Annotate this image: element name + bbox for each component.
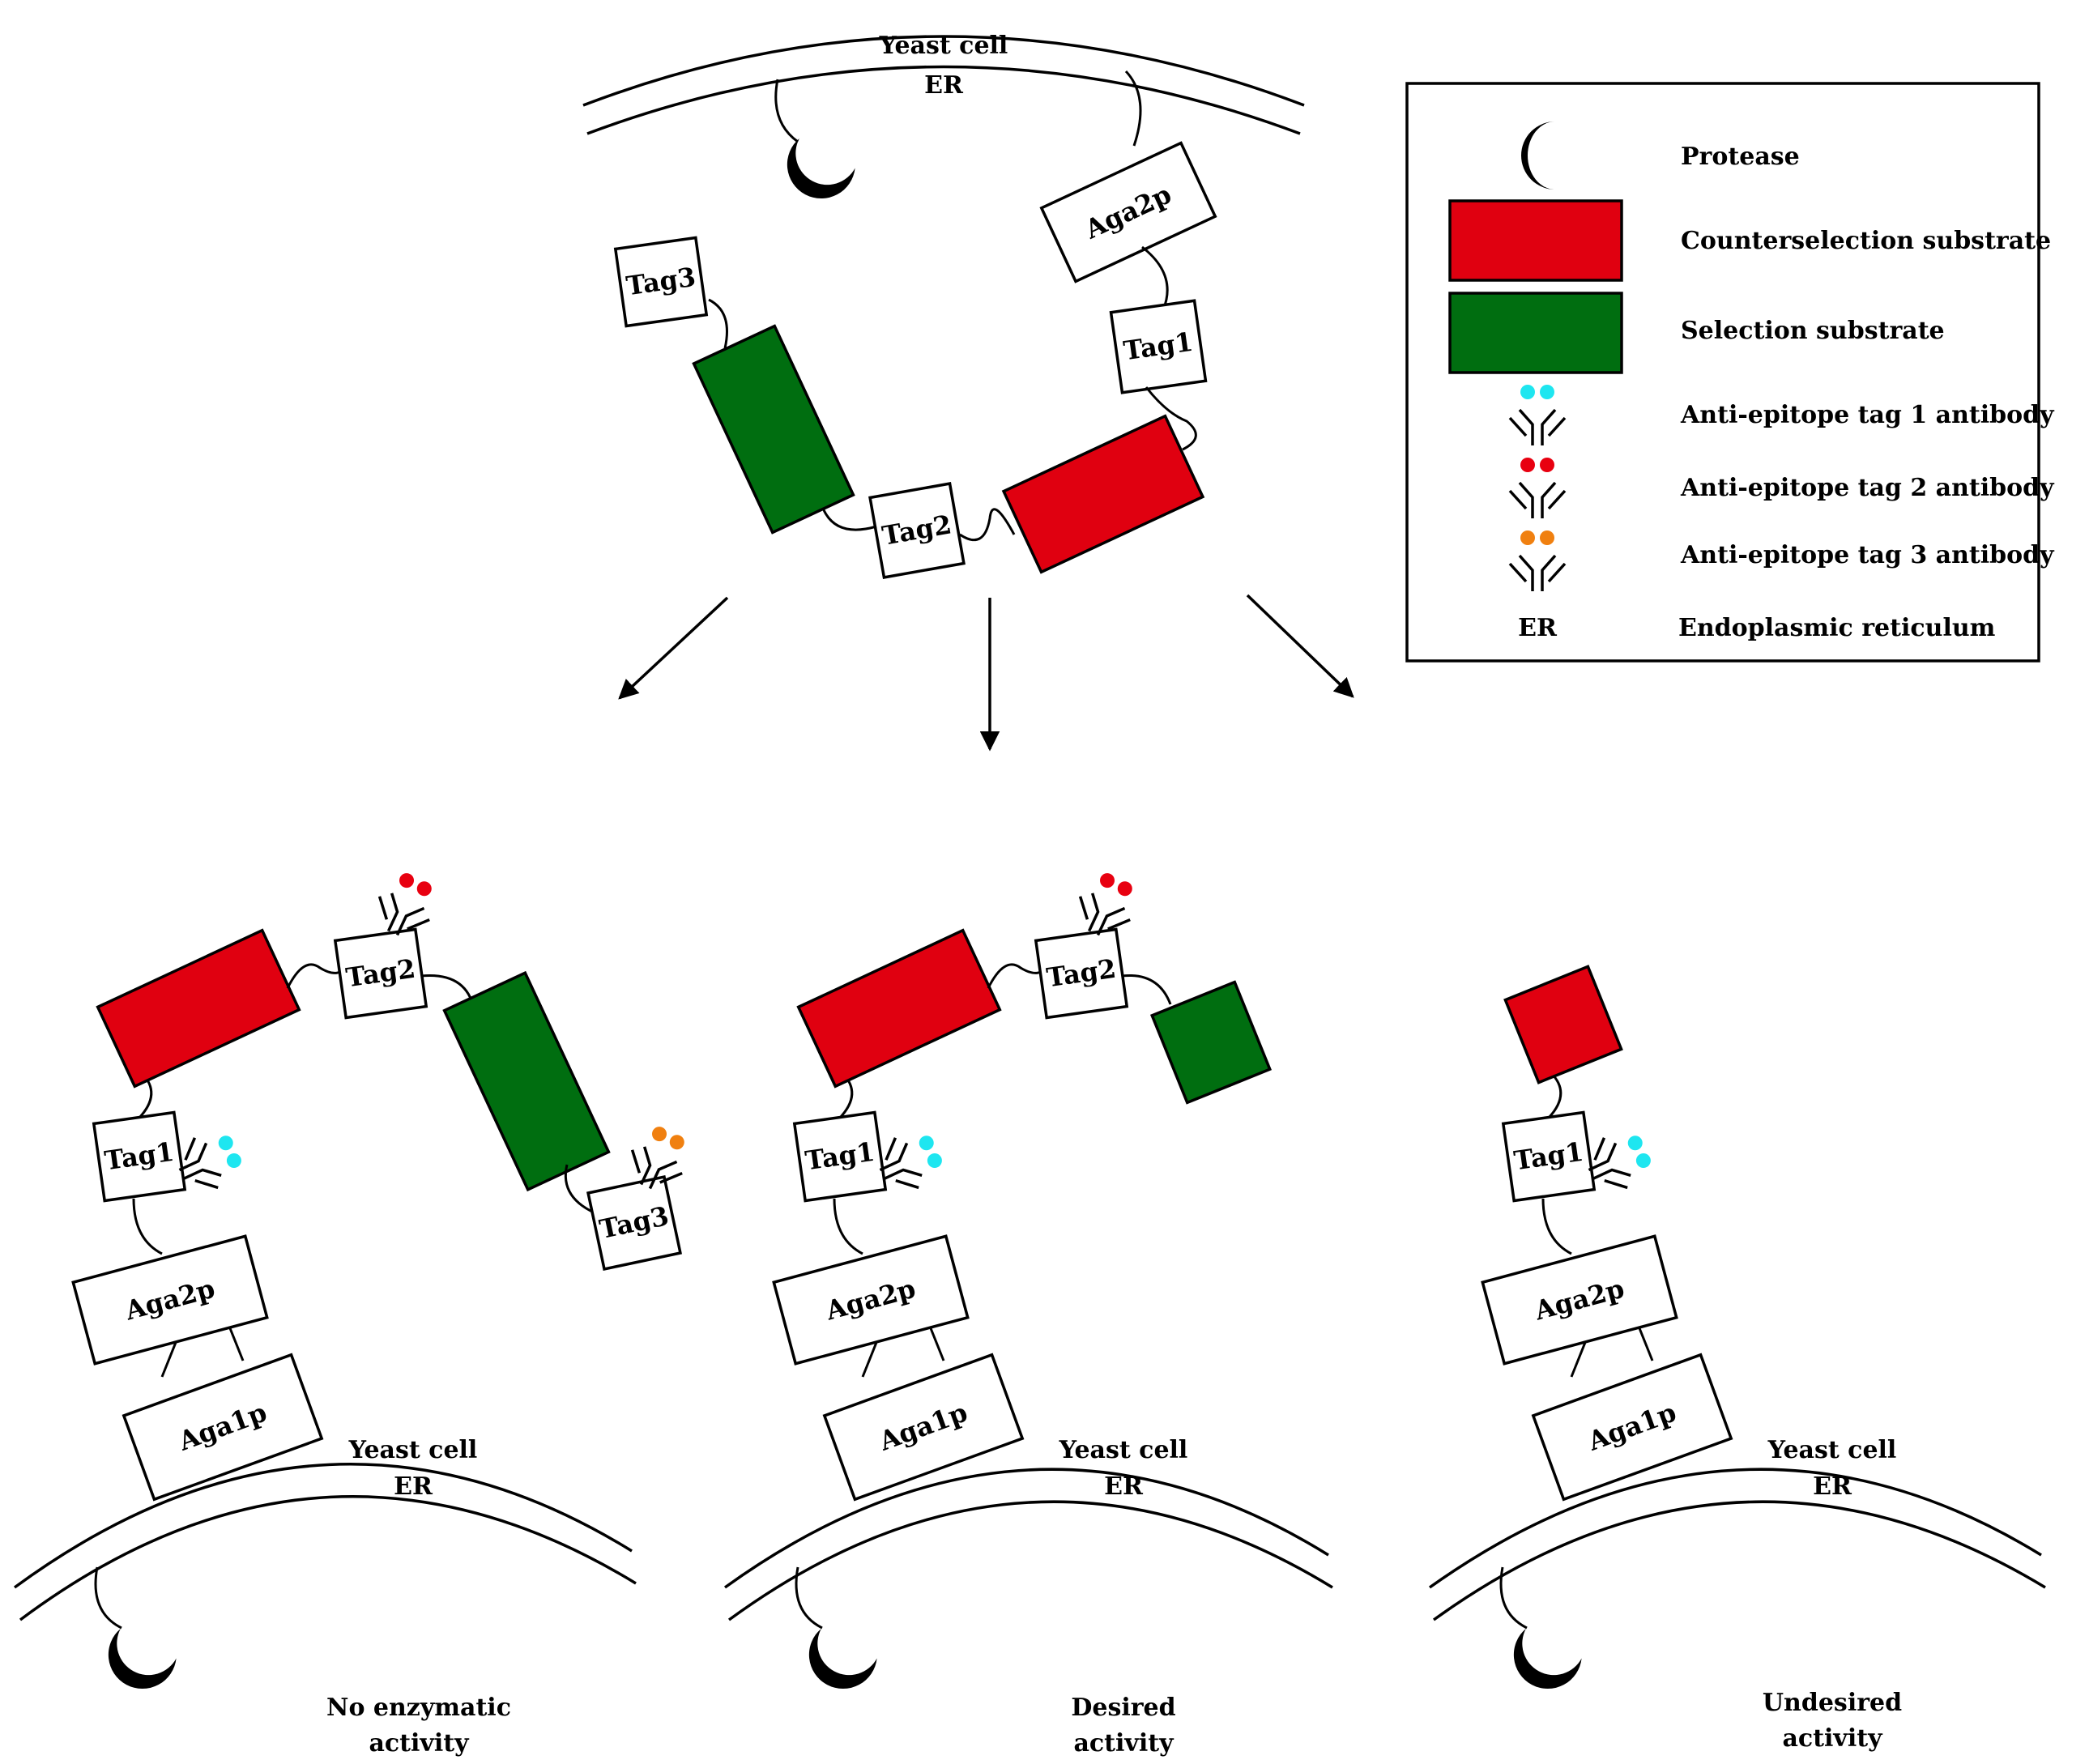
protease-tether — [774, 79, 799, 143]
arrow-left — [618, 596, 729, 700]
counterselection-substrate-icon — [1448, 199, 1623, 282]
protease-icon — [787, 138, 855, 199]
protease-icon — [1513, 1628, 1582, 1689]
counterselection-substrate-fragment — [1503, 965, 1623, 1084]
aga2p-box: Aga2p — [1481, 1234, 1678, 1366]
legend-label-tag2-antibody: Anti-epitope tag 2 antibody — [1680, 474, 2055, 502]
linker — [1141, 245, 1169, 313]
cell-label: Yeast cell — [1059, 1436, 1188, 1464]
selection-substrate-fragment — [1149, 980, 1273, 1105]
aga2p-box: Aga2p — [772, 1234, 970, 1366]
linker — [132, 1198, 163, 1255]
cell-label: Yeast cell — [1767, 1436, 1897, 1464]
legend-er-abbrev: ER — [1518, 614, 1558, 642]
er-label: ER — [924, 71, 964, 100]
linker — [708, 298, 728, 349]
counterselection-substrate — [796, 928, 1002, 1089]
selection-substrate — [692, 324, 855, 535]
antibody-tag1-icon — [1508, 385, 1567, 447]
legend-label-protease: Protease — [1681, 143, 1800, 171]
arrow-right — [1246, 594, 1354, 698]
cell-label: Yeast cell — [348, 1436, 478, 1464]
antibody-tag2 — [1067, 873, 1136, 947]
antibody-tag1 — [868, 1132, 942, 1201]
antibody-tag2-icon — [1508, 458, 1567, 520]
linker — [821, 505, 877, 531]
legend-label-er: Endoplasmic reticulum — [1678, 614, 1996, 642]
protease-icon — [108, 1628, 177, 1689]
linker — [1121, 974, 1172, 1005]
tag2-box: Tag2 — [868, 482, 966, 579]
tag1-box: Tag1 — [792, 1110, 888, 1203]
counterselection-substrate — [1001, 414, 1205, 574]
cell-membrane-inner — [586, 65, 1301, 135]
aga2p-box: Aga2p — [71, 1234, 269, 1366]
selection-substrate-icon — [1448, 292, 1623, 374]
tag3-box: Tag3 — [586, 1174, 683, 1272]
caption-line2: activity — [369, 1729, 470, 1758]
tag1-box: Tag1 — [92, 1110, 187, 1203]
legend-label-tag3-antibody: Anti-epitope tag 3 antibody — [1680, 541, 2055, 569]
tag3-box: Tag3 — [613, 236, 709, 328]
linker — [833, 1198, 863, 1255]
panel-desired-activity: Yeast cell ER Aga1p Aga2p Tag1 — [723, 873, 1333, 1758]
legend-label-counterselection: Counterselection substrate — [1681, 227, 2051, 255]
legend-label-selection: Selection substrate — [1681, 317, 1945, 345]
tag1-box: Tag1 — [1501, 1110, 1597, 1203]
caption-line2: activity — [1073, 1729, 1175, 1758]
protease-tether — [1499, 1566, 1528, 1630]
top-scene: Yeast cell ER Aga2p Tag1 Tag2 — [582, 32, 1354, 752]
aga1p-box: Aga1p — [822, 1353, 1025, 1502]
er-label: ER — [1104, 1472, 1144, 1501]
caption-line1: Undesired — [1763, 1689, 1902, 1717]
protease-icon — [808, 1628, 877, 1689]
tag2-box: Tag2 — [333, 927, 428, 1020]
cell-membrane-inner — [1432, 1500, 2046, 1621]
cell-membrane-outer — [723, 1468, 1329, 1589]
cell-membrane-outer — [13, 1463, 633, 1589]
cell-membrane-outer — [1428, 1468, 2042, 1589]
linker — [1145, 386, 1197, 451]
cell-label: Yeast cell — [879, 32, 1008, 60]
caption-line1: Desired — [1071, 1694, 1175, 1722]
panel-undesired-activity: Yeast cell ER Aga1p Aga2p Tag1 Und — [1428, 965, 2046, 1753]
antibody-tag1 — [1577, 1132, 1651, 1201]
cell-membrane-inner — [727, 1500, 1333, 1621]
linker — [959, 508, 1016, 542]
er-label: ER — [1813, 1472, 1852, 1501]
cell-membrane-outer — [582, 35, 1305, 107]
antibody-tag3 — [619, 1127, 688, 1200]
cell-membrane-inner — [19, 1495, 637, 1621]
protease-icon — [1521, 121, 1555, 190]
selection-substrate — [442, 970, 611, 1192]
caption-line2: activity — [1782, 1724, 1883, 1753]
aga1p-box: Aga1p — [122, 1353, 324, 1502]
legend: Protease Counterselection substrate Sele… — [1405, 82, 2055, 663]
aga2p-box: Aga2p — [1039, 141, 1217, 283]
protease-tether — [94, 1566, 122, 1630]
tag2-box: Tag2 — [1034, 927, 1129, 1020]
antibody-tag1 — [168, 1132, 241, 1201]
legend-label-tag1-antibody: Anti-epitope tag 1 antibody — [1680, 401, 2055, 429]
caption-line1: No enzymatic — [326, 1694, 511, 1722]
aga1p-box: Aga1p — [1531, 1353, 1733, 1502]
linker — [1541, 1198, 1572, 1255]
panel-no-activity: Yeast cell ER Aga1p Aga2p Tag1 — [13, 873, 688, 1758]
counterselection-substrate — [96, 928, 301, 1089]
antibody-tag3-icon — [1508, 530, 1567, 593]
protease-tether — [795, 1566, 823, 1630]
tag1-box: Tag1 — [1109, 299, 1208, 394]
er-label: ER — [394, 1472, 433, 1501]
antibody-tag2 — [366, 873, 435, 947]
aga2p-tether — [1124, 70, 1142, 147]
